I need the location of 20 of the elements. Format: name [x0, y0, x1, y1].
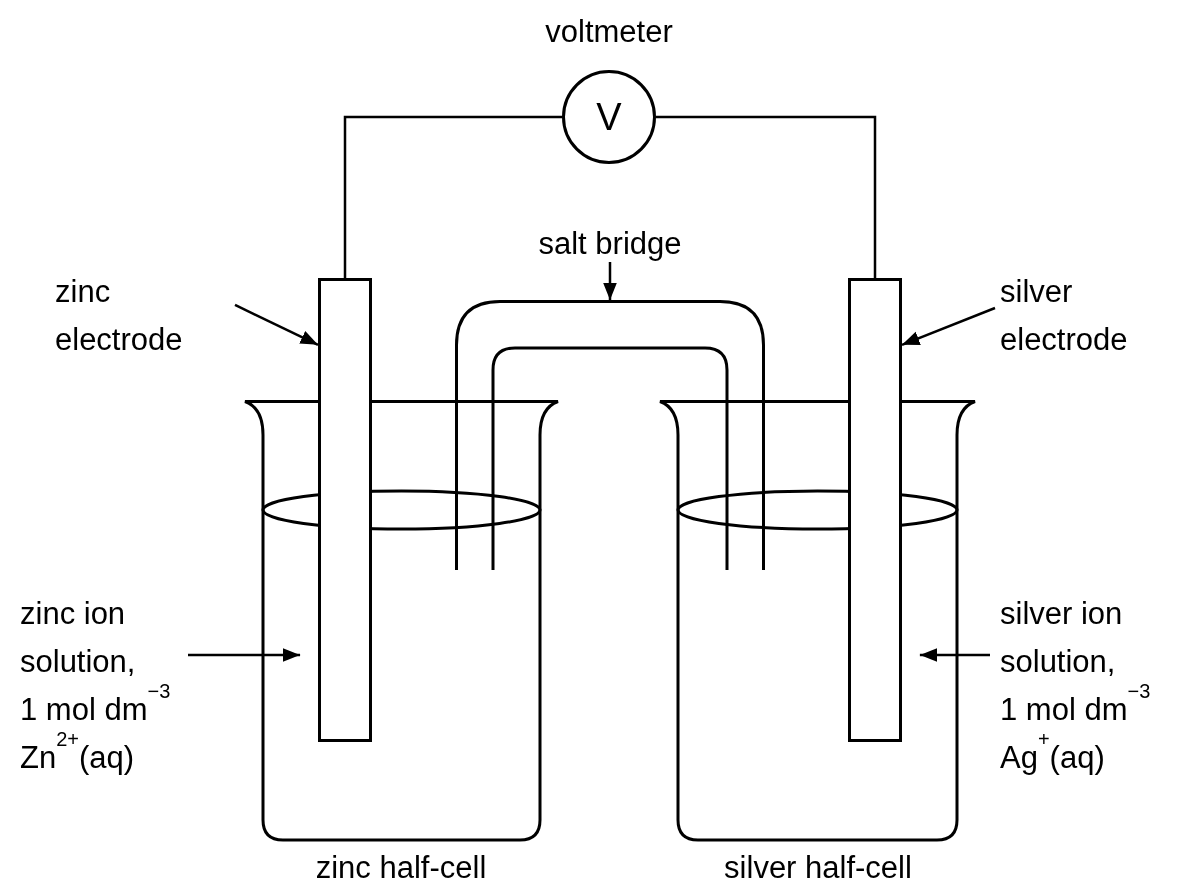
leader-arrow: [919, 648, 990, 663]
cell-caption: silver half-cell: [724, 849, 912, 887]
voltmeter-symbol: V: [562, 70, 656, 164]
leader-arrow: [603, 262, 617, 300]
label-text: Ag$^{+}$(aq): [1000, 734, 1105, 777]
wire: [343, 115, 562, 278]
label-text: silver ion solution,: [1000, 595, 1124, 681]
wire: [656, 115, 877, 278]
leader-arrow: [901, 306, 996, 346]
component-label: voltmeter: [545, 13, 673, 51]
leader-arrow: [234, 303, 319, 346]
leader-arrow: [188, 648, 301, 663]
label-text: silver electrode: [1000, 273, 1129, 359]
label-text: 1 mol dm$^{−3}$: [1000, 686, 1151, 729]
label-text: 1 mol dm$^{−3}$: [20, 686, 171, 729]
label-text: salt bridge: [538, 225, 682, 263]
label-text: Zn$^{2+}$(aq): [20, 734, 135, 777]
label-text: zinc ion solution,: [20, 595, 137, 681]
cell-caption: zinc half-cell: [315, 849, 487, 887]
label-text: zinc electrode: [55, 273, 184, 359]
